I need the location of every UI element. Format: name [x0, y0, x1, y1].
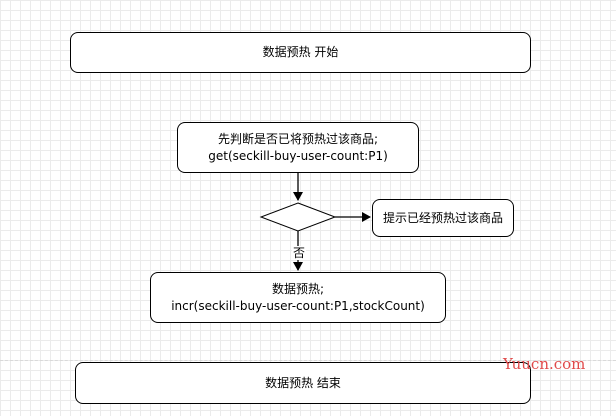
start-label: 数据预热 开始	[262, 45, 339, 59]
watermark-text: Yuucn.com	[503, 355, 586, 373]
check-line-1: 先判断是否已将预热过该商品;	[217, 131, 379, 146]
action-node: 数据预热; incr(seckill-buy-user-count:P1,sto…	[150, 272, 446, 323]
decision-diamond	[259, 202, 337, 232]
check-node: 先判断是否已将预热过该商品; get(seckill-buy-user-coun…	[177, 122, 419, 173]
check-line-2: get(seckill-buy-user-count:P1)	[208, 148, 388, 163]
start-node: 数据预热 开始	[70, 32, 531, 73]
edge-label-no: 否	[292, 246, 307, 260]
action-line-1: 数据预热;	[271, 281, 325, 296]
end-label: 数据预热 结束	[265, 375, 341, 390]
hint-label: 提示已经预热过该商品	[382, 210, 503, 225]
hint-node: 提示已经预热过该商品	[372, 199, 514, 237]
page-boundary-line	[0, 360, 616, 361]
action-line-2: incr(seckill-buy-user-count:P1,stockCoun…	[171, 298, 425, 313]
end-node: 数据预热 结束	[75, 362, 531, 404]
